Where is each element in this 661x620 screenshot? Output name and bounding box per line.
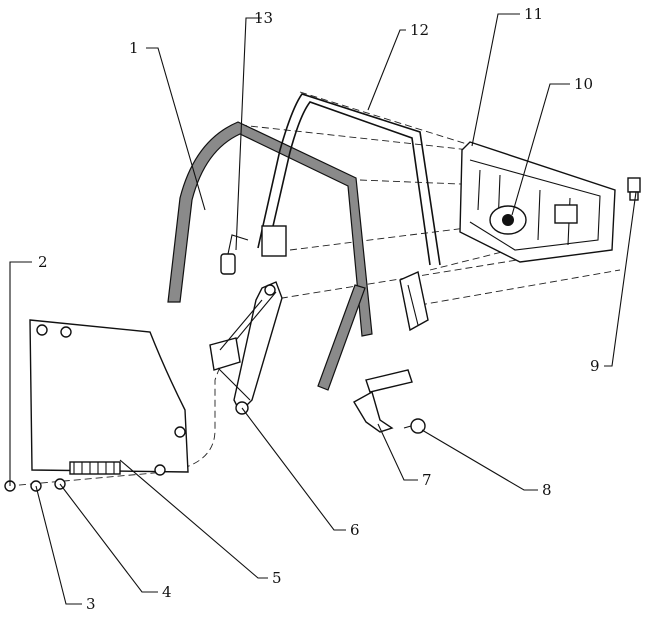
bracket-fastener [403,418,426,434]
callout-9: 9 [590,357,600,375]
callout-6: 6 [350,521,360,539]
glass-run-channel [257,93,441,266]
rear-guide-rail [399,271,429,332]
callout-13: 13 [254,9,273,27]
channel-clip [220,234,249,275]
callout-1: 1 [129,39,139,57]
door-motor-unit [489,205,527,235]
callout-4: 4 [162,583,172,601]
callout-2: 2 [38,253,48,271]
callout-8: 8 [542,481,552,499]
callout-3: 3 [86,595,96,613]
door-glass [29,319,189,475]
mounting-bolt [627,177,641,201]
regulator-bracket [353,369,413,433]
callout-10: 10 [574,75,593,93]
callout-5: 5 [272,569,282,587]
callout-labels: 1 2 3 4 5 6 7 8 9 10 11 12 13 [38,5,600,613]
callout-12: 12 [410,21,429,39]
callout-11: 11 [524,5,543,23]
callout-7: 7 [422,471,432,489]
window-regulator [209,281,283,415]
leader-lines [9,13,637,605]
door-inner-panel [459,141,616,263]
